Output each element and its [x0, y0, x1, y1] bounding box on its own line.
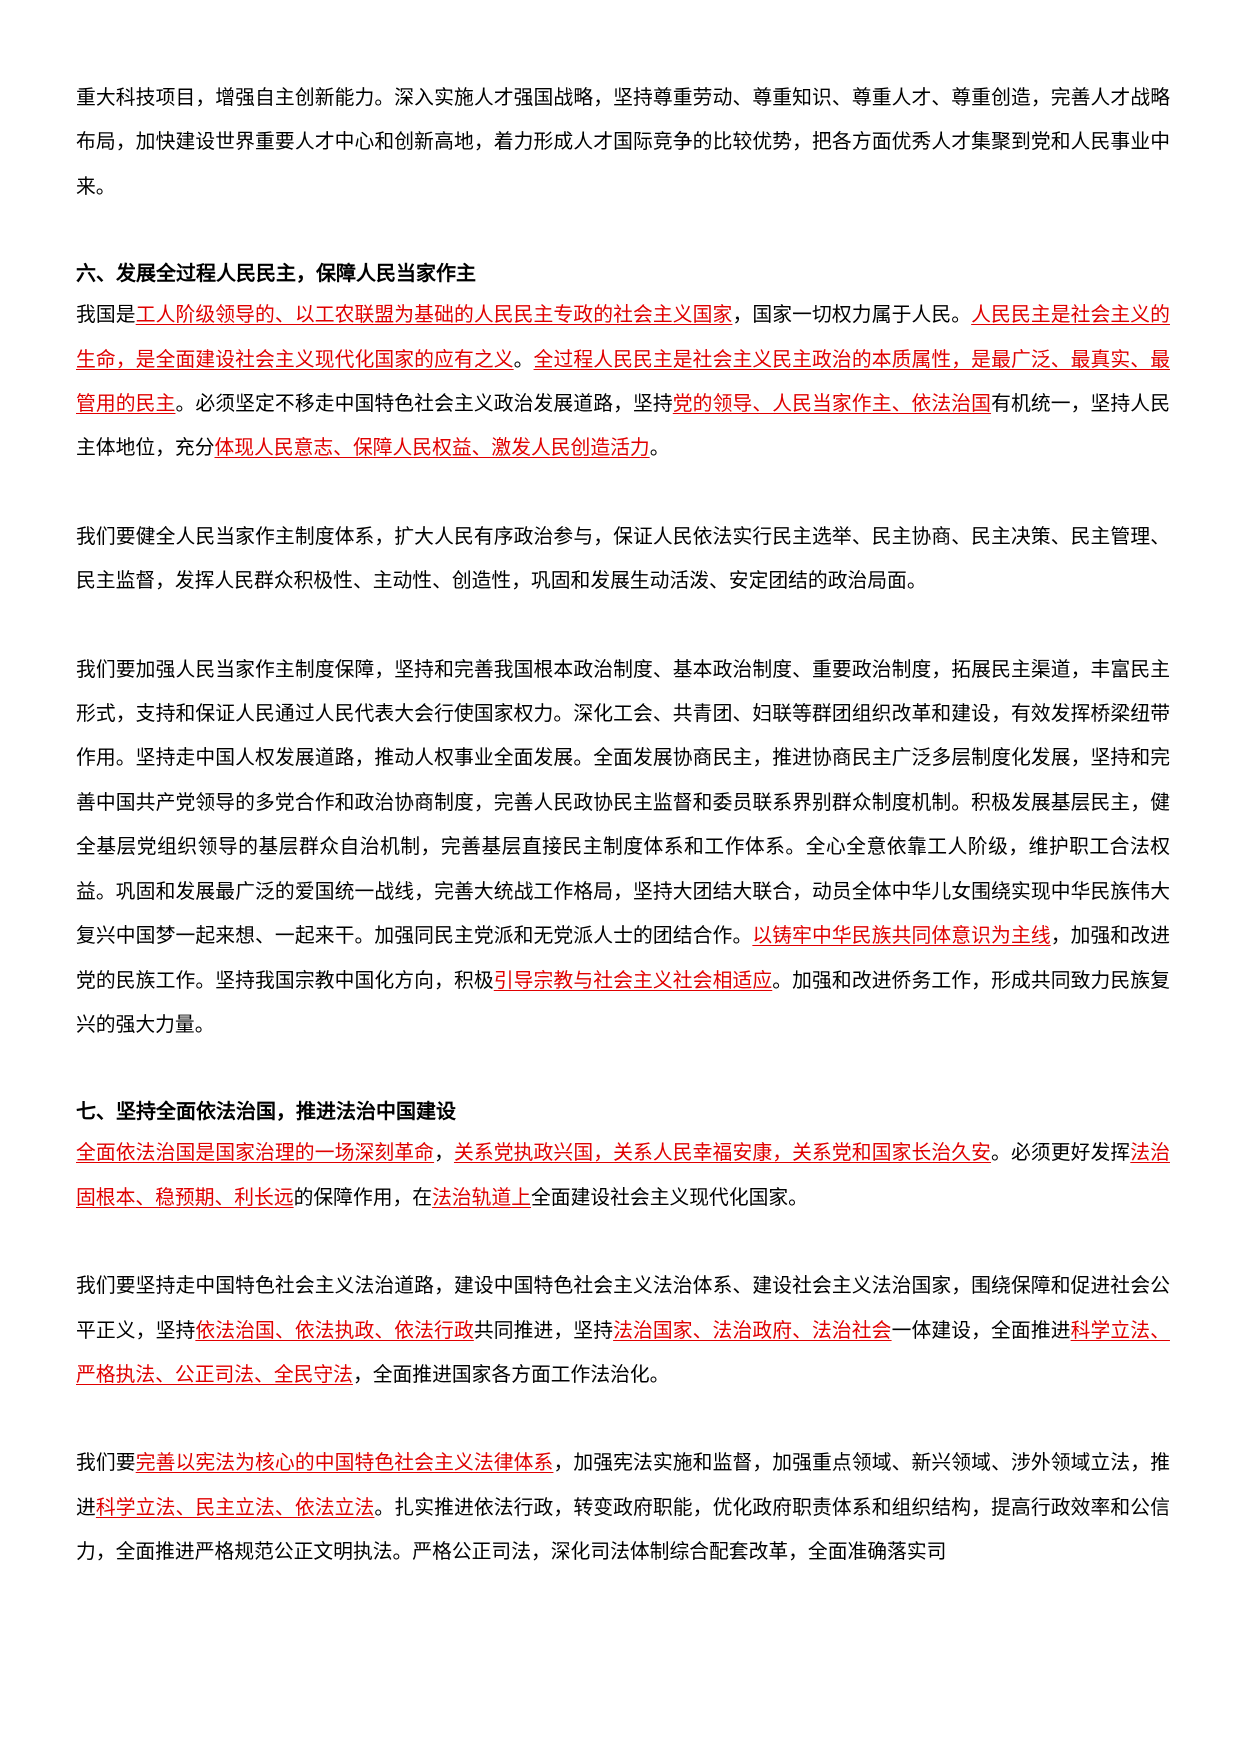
highlighted-text: 科学立法、严格执法、公正司法、全民守法 [76, 1318, 1170, 1386]
highlighted-text: 人民民主是社会主义的生命，是全面建设社会主义现代化国家的应有之义 [76, 303, 1170, 371]
highlighted-text: 法治轨道上 [432, 1185, 532, 1209]
body-text: 共同推进，坚持 [473, 1318, 614, 1342]
highlighted-text: 法治国家、法治政府、法治社会 [613, 1318, 892, 1342]
body-text: 的保障作用，在 [293, 1185, 433, 1209]
body-text: ，国家一切权力属于人民。 [732, 303, 972, 327]
section-7-heading: 七、坚持全面依法治国，推进法治中国建设 [76, 1099, 456, 1124]
highlighted-text: 关系党执政兴国，关系人民幸福安康，关系党和国家长治久安 [453, 1141, 992, 1165]
body-text: 。 [513, 347, 534, 371]
body-text: 。加强和改进侨务工作，形成共同致力民族复兴的强大力量。 [76, 968, 1170, 1036]
body-text: 有机统一，坚持人民主体地位，充分 [76, 392, 1170, 460]
body-text: 。扎实推进依法行政，转变政府职能，优化政府职责体系和组织结构，提高行政效率和公信… [76, 1495, 1170, 1564]
body-text: 我们要健全人民当家作主制度体系，扩大人民有序政治参与，保证人民依法实行民主选举、… [76, 524, 1170, 593]
highlighted-text: 以铸牢中华民族共同体意识为主线 [752, 924, 1051, 948]
highlighted-text: 党的领导、人民当家作主、依法治国 [672, 392, 992, 416]
highlighted-text: 体现人民意志、保障人民权益、激发人民创造活力 [214, 436, 650, 460]
section-7-paragraph-2: 我们要坚持走中国特色社会主义法治道路，建设中国特色社会主义法治体系、建设社会主义… [76, 1264, 1170, 1397]
intro-paragraph: 重大科技项目，增强自主创新能力。深入实施人才强国战略，坚持尊重劳动、尊重知识、尊… [76, 86, 1170, 198]
section-7-paragraph-1: 全面依法治国是国家治理的一场深刻革命，关系党执政兴国，关系人民幸福安康，关系党和… [76, 1131, 1170, 1220]
document-page: 重大科技项目，增强自主创新能力。深入实施人才强国战略，坚持尊重劳动、尊重知识、尊… [76, 76, 1170, 1575]
body-text: ， [434, 1141, 454, 1165]
section-6-paragraph-2: 我们要健全人民当家作主制度体系，扩大人民有序政治参与，保证人民依法实行民主选举、… [76, 515, 1170, 604]
highlighted-text: 全面依法治国是国家治理的一场深刻革命 [76, 1141, 435, 1165]
highlighted-text: 全过程人民民主是社会主义民主政治的本质属性，是最广泛、最真实、最管用的民主 [76, 347, 1170, 416]
section-6-paragraph-3: 我们要加强人民当家作主制度保障，坚持和完善我国根本政治制度、基本政治制度、重要政… [76, 648, 1170, 1048]
section-7-paragraph-3: 我们要完善以宪法为核心的中国特色社会主义法律体系，加强宪法实施和监督，加强重点领… [76, 1441, 1170, 1574]
highlighted-text: 科学立法、民主立法、依法立法 [95, 1495, 375, 1519]
section-6-heading: 六、发展全过程人民民主，保障人民当家作主 [76, 261, 476, 286]
body-text: 我们要 [76, 1451, 136, 1475]
body-text: 。必须更好发挥 [991, 1141, 1131, 1165]
section-6-paragraph-1: 我国是工人阶级领导的、以工农联盟为基础的人民民主专政的社会主义国家，国家一切权力… [76, 293, 1170, 471]
highlighted-text: 引导宗教与社会主义社会相适应 [493, 968, 773, 992]
body-text: 我国是 [76, 303, 136, 327]
highlighted-text: 法治固根本、稳预期、利长远 [76, 1141, 1170, 1209]
highlighted-text: 完善以宪法为核心的中国特色社会主义法律体系 [135, 1451, 554, 1475]
body-text: 全面建设社会主义现代化国家。 [531, 1185, 808, 1209]
body-text: 。必须坚定不移走中国特色社会主义政治发展道路，坚持 [175, 392, 673, 416]
body-text: ，加强和改进党的民族工作。坚持我国宗教中国化方向，积极 [76, 924, 1170, 992]
body-text: 我们要坚持走中国特色社会主义法治道路，建设中国特色社会主义法治体系、建设社会主义… [76, 1274, 1170, 1342]
body-text: 。 [649, 436, 670, 460]
body-text: ，加强宪法实施和监督，加强重点领域、新兴领域、涉外领域立法，推进 [76, 1451, 1170, 1519]
body-text: 我们要加强人民当家作主制度保障，坚持和完善我国根本政治制度、基本政治制度、重要政… [76, 657, 1170, 948]
highlighted-text: 工人阶级领导的、以工农联盟为基础的人民民主专政的社会主义国家 [135, 303, 733, 327]
highlighted-text: 依法治国、依法执政、依法行政 [195, 1318, 474, 1342]
body-text: ，全面推进国家各方面工作法治化。 [352, 1362, 670, 1386]
body-text: 一体建设，全面推进 [891, 1318, 1071, 1342]
